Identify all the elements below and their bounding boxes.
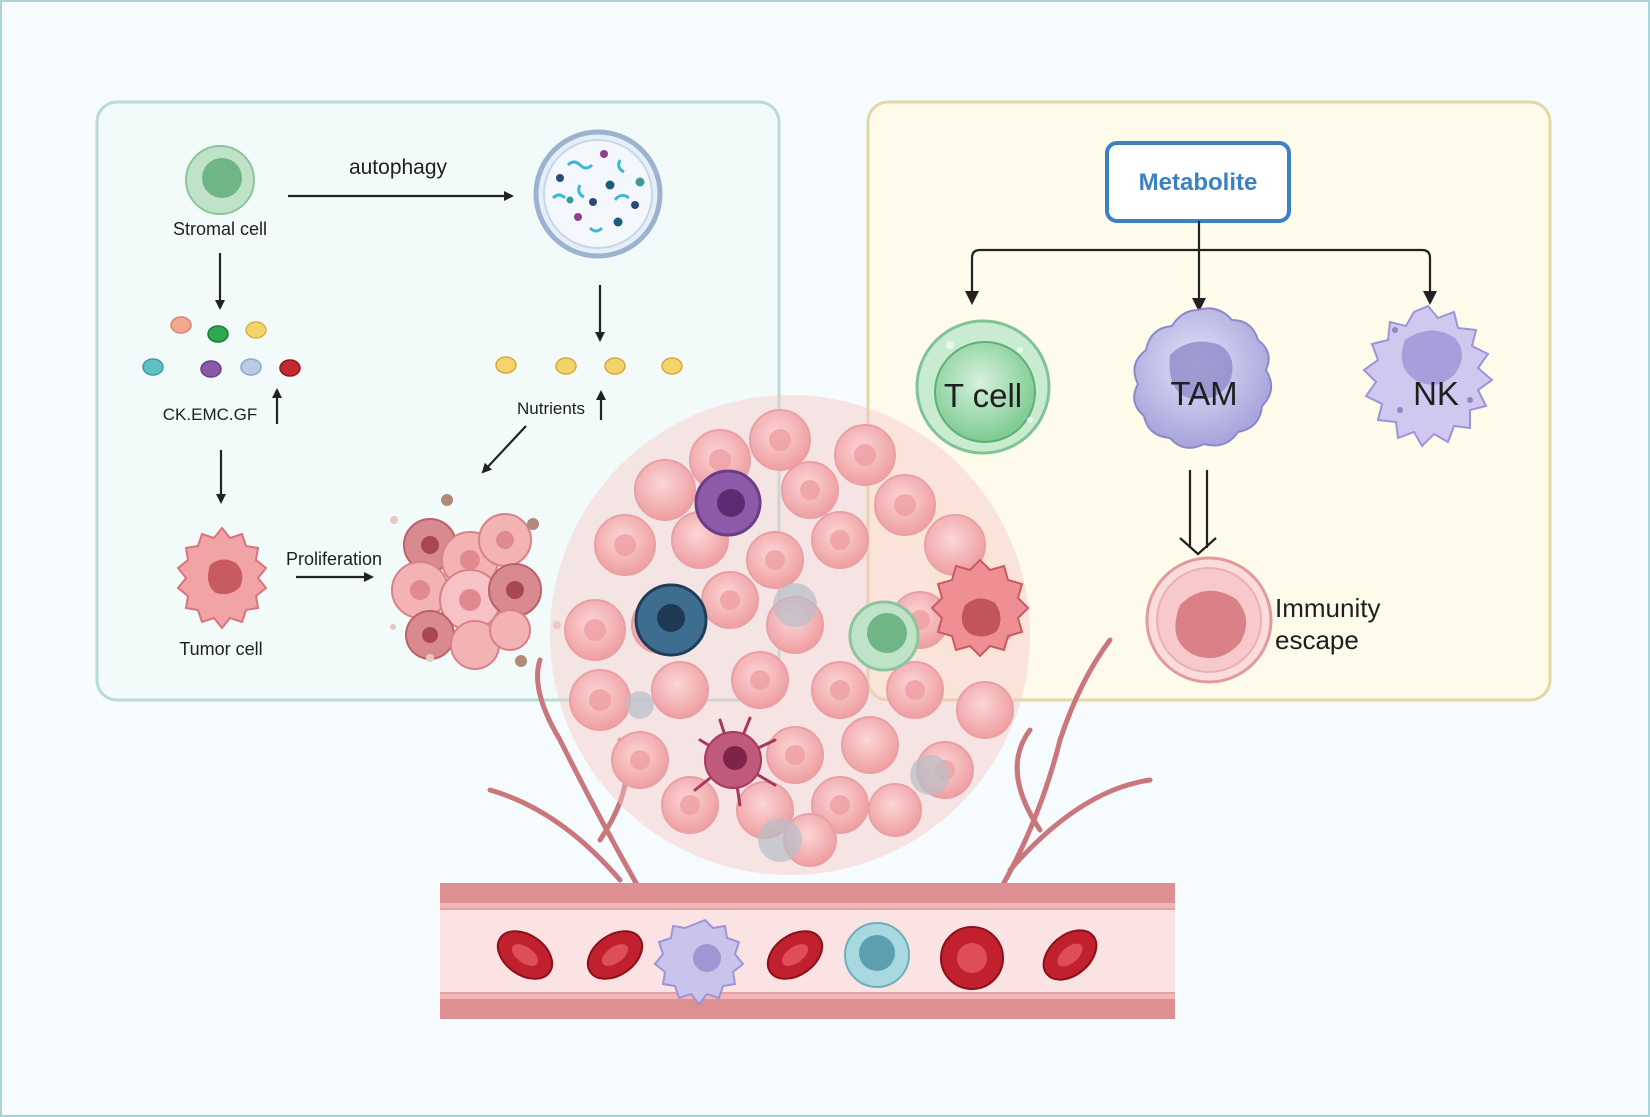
tam-icon bbox=[1133, 307, 1273, 449]
t-cell-label: T cell bbox=[944, 377, 1022, 414]
nutrients-to-proliferation-arrow bbox=[481, 425, 527, 474]
tumor-cluster-icon bbox=[390, 494, 561, 670]
immunity-label: Immunity bbox=[1275, 593, 1380, 623]
autophagy-label: autophagy bbox=[349, 156, 448, 179]
tumor-cell-icon bbox=[176, 526, 268, 630]
tam-label: TAM bbox=[1170, 375, 1237, 412]
nutrients-label: Nutrients bbox=[517, 399, 585, 418]
proliferation-label: Proliferation bbox=[286, 549, 382, 569]
metabolite-branches bbox=[965, 221, 1437, 312]
nk-icon bbox=[1362, 304, 1494, 448]
nk-label: NK bbox=[1413, 375, 1459, 412]
autophagosome-icon bbox=[533, 129, 663, 259]
tumor-cell-label: Tumor cell bbox=[179, 639, 262, 659]
ck-emc-gf-molecules bbox=[142, 316, 301, 378]
escape-label: escape bbox=[1275, 625, 1359, 655]
blood-vessel bbox=[440, 883, 1175, 1019]
ck-emc-gf-label: CK.EMC.GF bbox=[163, 405, 257, 424]
tumor-mass bbox=[564, 409, 1030, 867]
stromal-cell-label: Stromal cell bbox=[173, 219, 267, 239]
nutrient-molecules bbox=[495, 356, 683, 375]
t-cell-icon bbox=[915, 319, 1051, 455]
stromal-cell-icon bbox=[185, 145, 255, 215]
tam-to-escape-double-arrow bbox=[1179, 470, 1217, 556]
immunity-escape-cell-icon bbox=[1145, 556, 1273, 684]
metabolite-label: Metabolite bbox=[1139, 169, 1258, 196]
